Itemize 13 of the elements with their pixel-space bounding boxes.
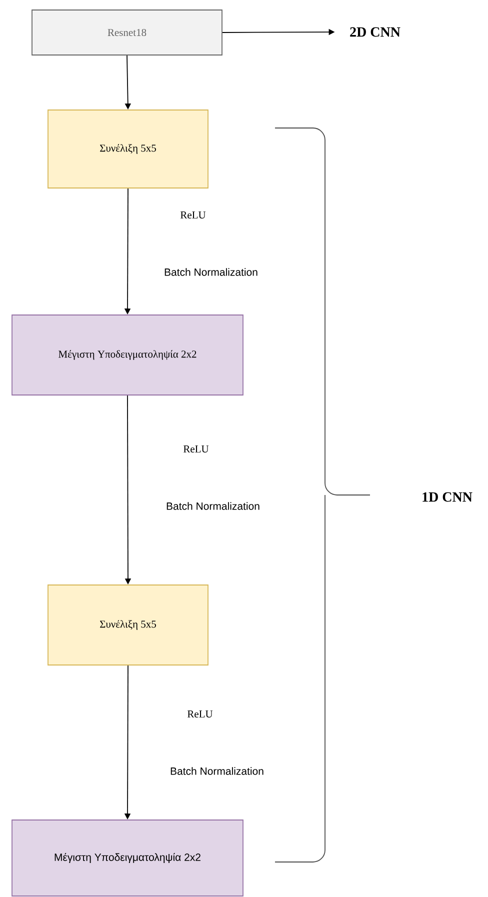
- label-text: Batch Normalization: [164, 268, 258, 276]
- process-box: Συνέλιξη 5x5: [48, 584, 208, 666]
- label-text: ReLU: [187, 710, 213, 718]
- label-text: ReLU: [180, 212, 206, 218]
- label-text: Batch Normalization: [170, 767, 264, 775]
- group-label: 1D CNN: [422, 492, 472, 502]
- process-box: Συνέλιξη 5x5: [48, 110, 208, 188]
- label-text: Batch Normalization: [166, 502, 260, 510]
- process-box: Resnet18: [32, 10, 222, 56]
- process-box: Μέγιστη Υποδειγματοληψία 2x2: [12, 314, 244, 396]
- text-label: 2D CNN: [350, 27, 400, 37]
- process-box: Μέγιστη Υποδειγματοληψία 2x2: [12, 820, 244, 896]
- label-text: ReLU: [183, 446, 209, 452]
